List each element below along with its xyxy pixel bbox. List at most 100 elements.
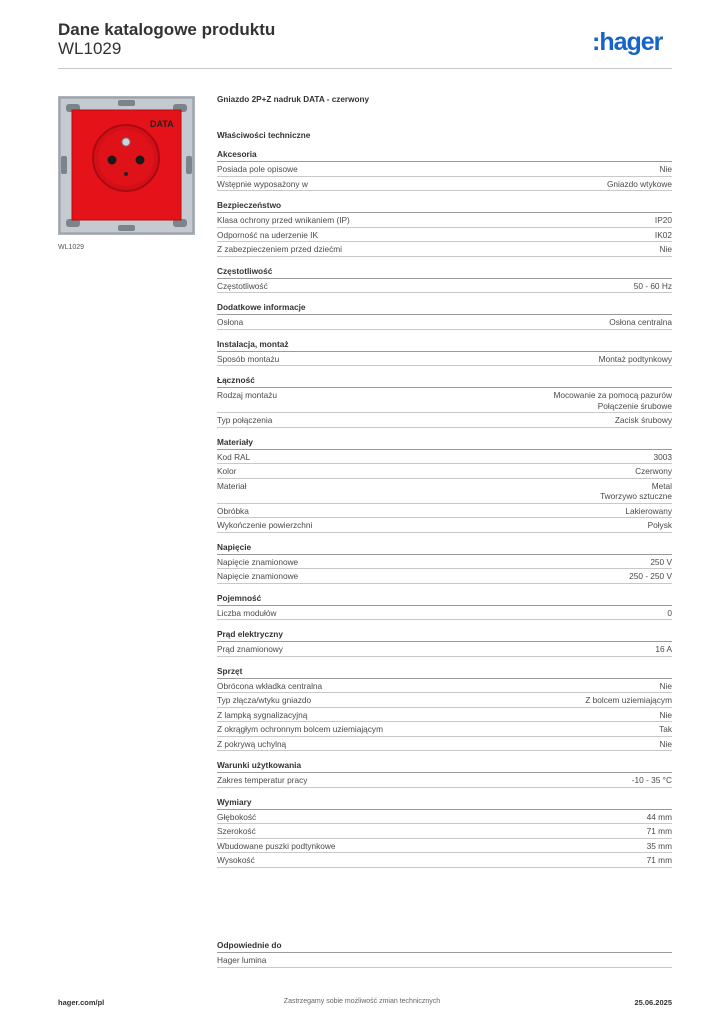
spec-value: 35 mm (647, 841, 672, 852)
spec-row: Osłona Osłona centralna (217, 315, 672, 330)
spec-key: Z zabezpieczeniem przed dziećmi (217, 244, 342, 254)
section-title: Częstotliwość (217, 266, 672, 279)
spec-value: Gniazdo wtykowe (607, 179, 672, 190)
spec-key: Osłona (217, 317, 244, 327)
spec-value-line: Tak (659, 724, 672, 734)
spec-key: Napięcie znamionowe (217, 571, 299, 581)
spec-value: Zacisk śrubowy (615, 415, 672, 426)
spec-row: Z lampką sygnalizacyjną Nie (217, 708, 672, 722)
spec-key: Obrócona wkładka centralna (217, 680, 323, 691)
spec-value-line: Nie (659, 680, 672, 691)
spec-value: Czerwony (635, 466, 672, 477)
section-title: Akcesoria (217, 149, 672, 162)
spec-value-line: Nie (659, 709, 672, 720)
spec-key: Typ złącza/wtyku gniazdo (217, 695, 312, 705)
spec-row: Obrócona wkładka centralna Nie (217, 679, 672, 693)
spec-key: Szerokość (217, 826, 256, 836)
spec-key: Wykończenie powierzchni (217, 520, 313, 530)
spec-key: Sposób montażu (217, 353, 280, 364)
spec-key: Posiada pole opisowe (217, 164, 298, 174)
section-title: Materiały (217, 437, 672, 450)
section-title: Wymiary (217, 797, 672, 810)
spec-value: 71 mm (647, 855, 672, 866)
spec-key: Rodzaj montażu (217, 390, 277, 400)
spec-value: Lakierowany (625, 506, 672, 517)
spec-value-line: Połączenie śrubowe (597, 400, 672, 411)
page-title: Dane katalogowe produktu (58, 20, 276, 39)
spec-value-line: Montaż podtynkowy (598, 353, 672, 364)
suitable-for-section: Odpowiednie do Hager lumina (217, 940, 672, 968)
spec-value: 250 - 250 V (629, 571, 672, 582)
technical-properties-title: Właściwości techniczne (217, 131, 311, 140)
spec-value: -10 - 35 °C (632, 775, 672, 786)
spec-key: Kod RAL (217, 451, 251, 462)
footer-date: 25.06.2025 (634, 998, 672, 1007)
spec-value: Nie (660, 681, 672, 692)
spec-value: 71 mm (647, 826, 672, 837)
spec-key: Z okrągłym ochronnym bolcem uziemiającym (217, 724, 383, 734)
spec-key: Liczba modułów (217, 607, 277, 618)
spec-value-line: 250 - 250 V (629, 571, 672, 581)
spec-key: Częstotliwość (217, 280, 268, 291)
spec-value-line: Połysk (647, 520, 672, 530)
spec-row: Liczba modułów 0 (217, 606, 672, 620)
spec-key: Wstępnie wyposażony w (217, 178, 308, 189)
spec-value-line: Gniazdo wtykowe (606, 178, 672, 189)
spec-key: Odporność na uderzenie IK (217, 229, 319, 240)
spec-row: Napięcie znamionowe 250 - 250 V (217, 569, 672, 584)
section-title: Bezpieczeństwo (217, 200, 672, 213)
spec-key: Wbudowane puszki podtynkowe (217, 840, 336, 851)
spec-value-line: 71 mm (646, 855, 672, 865)
spec-row: Zakres temperatur pracy -10 - 35 °C (217, 773, 672, 788)
spec-key: Z lampką sygnalizacyjną (217, 709, 308, 720)
spec-value: Montaż podtynkowy (599, 354, 672, 365)
spec-key: Materiał (217, 480, 247, 491)
spec-value: IP20 (655, 215, 672, 226)
spec-value: Połysk (648, 520, 672, 531)
spec-value-line: 35 mm (646, 840, 672, 851)
suitable-for-item: Hager lumina (217, 955, 267, 965)
section-title: Łączność (217, 375, 672, 388)
spec-value-line: Osłona centralna (609, 317, 672, 327)
spec-value-line: IP20 (654, 215, 672, 225)
spec-key: Napięcie znamionowe (217, 556, 299, 567)
spec-key: Zakres temperatur pracy (217, 775, 308, 785)
product-code: WL1029 (58, 39, 122, 58)
socket-label: DATA (150, 119, 174, 129)
spec-value: 16 A (655, 644, 672, 655)
section-title: Warunki użytkowania (217, 760, 672, 773)
spec-value-line: 16 A (655, 644, 672, 654)
footer-url[interactable]: hager.com/pl (58, 998, 105, 1007)
spec-value: 0 (667, 608, 672, 619)
spec-row: Wykończenie powierzchni Połysk (217, 518, 672, 533)
spec-value-line: Nie (659, 244, 672, 254)
section-title: Instalacja, montaż (217, 339, 672, 352)
suitable-for-title: Odpowiednie do (217, 940, 672, 953)
spec-value-line: 71 mm (646, 826, 672, 836)
spec-value-line: Czerwony (635, 466, 672, 476)
spec-row: Z okrągłym ochronnym bolcem uziemiającym… (217, 722, 672, 737)
spec-row: Klasa ochrony przed wnikaniem (IP)IP20 (217, 213, 672, 228)
spec-row: Wbudowane puszki podtynkowe 35 mm (217, 839, 672, 853)
spec-value: Tak (659, 724, 672, 735)
spec-key: Głębokość (217, 811, 257, 822)
